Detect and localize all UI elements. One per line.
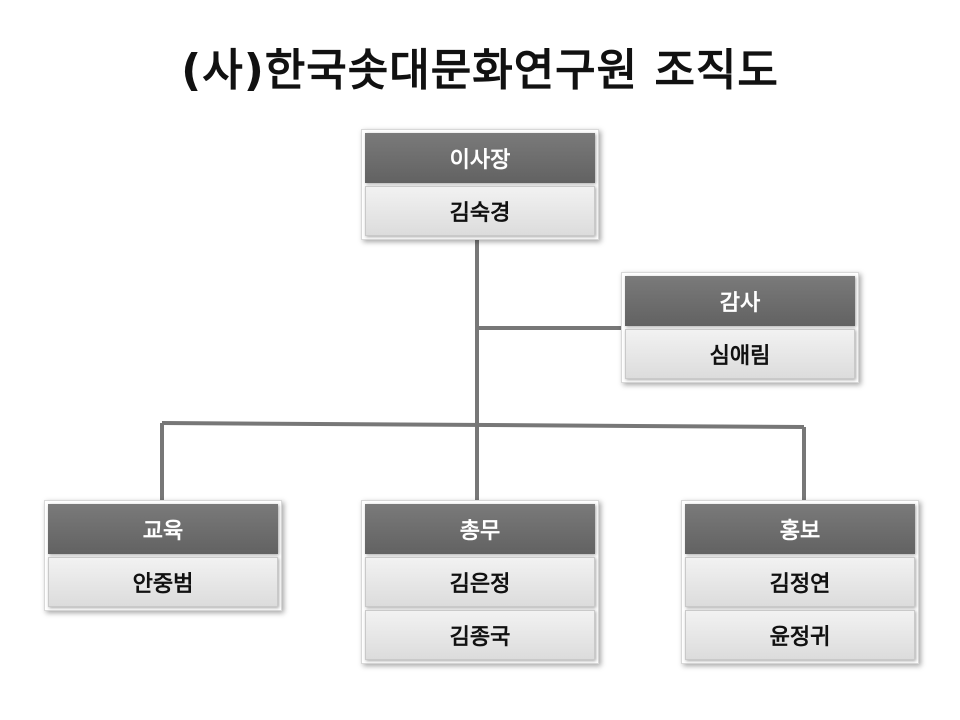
- member-name: 김종국: [365, 610, 595, 660]
- node-auditor: 감사 심애림: [621, 272, 859, 383]
- role-label: 총무: [365, 504, 595, 554]
- chart-title: (사)한국솟대문화연구원 조직도: [181, 45, 779, 96]
- role-label: 감사: [625, 276, 855, 326]
- connector-department-bar: [161, 421, 805, 429]
- role-label: 교육: [48, 504, 278, 554]
- member-name: 김정연: [685, 557, 915, 607]
- node-general-affairs: 총무 김은정 김종국: [361, 500, 599, 664]
- member-name: 김은정: [365, 557, 595, 607]
- member-name: 윤정귀: [685, 610, 915, 660]
- node-education: 교육 안중범: [44, 500, 282, 611]
- role-label: 홍보: [685, 504, 915, 554]
- member-name: 심애림: [625, 329, 855, 379]
- role-label: 이사장: [365, 133, 595, 183]
- node-chairman: 이사장 김숙경: [361, 129, 599, 240]
- member-name: 안중범: [48, 557, 278, 607]
- node-publicity: 홍보 김정연 윤정귀: [681, 500, 919, 664]
- member-name: 김숙경: [365, 186, 595, 236]
